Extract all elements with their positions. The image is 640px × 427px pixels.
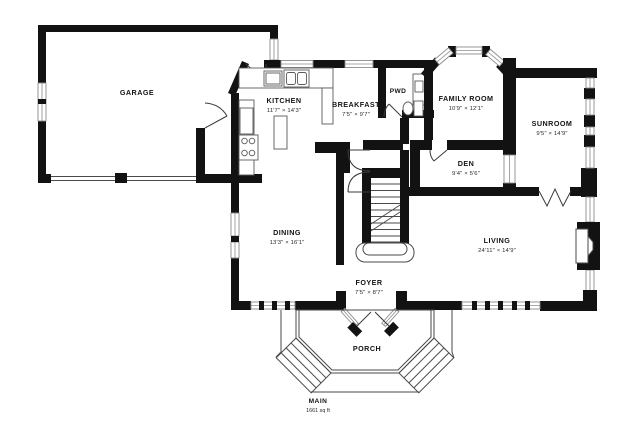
foyer-dims: 7'5" × 8'7" — [355, 290, 383, 296]
breakfast-dims: 7'5" × 9'7" — [342, 112, 370, 118]
living-dims: 24'11" × 14'9" — [478, 248, 516, 254]
den-walls — [408, 142, 505, 196]
den-dims: 9'4" × 5'6" — [452, 171, 480, 177]
kitchen-sink — [283, 69, 310, 88]
garage-east-window — [269, 38, 279, 61]
garage-left-windows — [37, 82, 47, 122]
living-south-windows — [461, 301, 541, 310]
sunroom-dims: 9'5" × 14'9" — [536, 131, 567, 137]
living-south-wall — [540, 301, 597, 311]
breakfast-label: BREAKFAST — [332, 100, 380, 109]
front-door — [356, 311, 390, 327]
room-labels: GARAGE KITCHEN 11'7" × 14'3" BREAKFAST 7… — [120, 88, 572, 414]
garage-entry-door — [204, 102, 228, 129]
dining-west-windows — [230, 212, 240, 259]
range-stove — [238, 134, 259, 161]
fireplace — [575, 222, 600, 270]
garage-label: GARAGE — [120, 88, 154, 97]
kitchen-window — [280, 60, 314, 68]
refrigerator — [239, 107, 254, 135]
dining-dims: 13'3" × 16'1" — [270, 240, 305, 246]
family-room-den-door — [429, 149, 448, 162]
floor-area-label: 1661 sq ft — [306, 408, 330, 414]
sunroom-label: SUNROOM — [532, 119, 573, 128]
den-label: DEN — [458, 159, 475, 168]
living-label: LIVING — [484, 236, 511, 245]
porch-steps-right — [398, 337, 455, 394]
foyer-walls — [336, 291, 462, 310]
hall-walls — [315, 140, 409, 265]
floor-name-label: MAIN — [309, 398, 328, 405]
hall-closet-doors — [347, 149, 371, 193]
living-east-windows — [583, 196, 597, 303]
pwd-door — [383, 103, 403, 118]
kitchen-island — [273, 115, 288, 150]
foyer-label: FOYER — [355, 278, 382, 287]
breakfast-window — [344, 60, 374, 68]
sunroom-french-doors — [538, 187, 572, 208]
bay-window — [434, 46, 505, 67]
dining-label: DINING — [273, 228, 301, 237]
porch-label: PORCH — [353, 344, 381, 353]
garage-door — [51, 176, 196, 181]
kitchen-west-wall — [231, 93, 262, 310]
kitchen-dims: 11'7" × 14'3" — [267, 108, 301, 114]
pwd-label: PWD — [390, 88, 407, 95]
sunroom-walls — [503, 58, 597, 197]
dining-south-windows — [250, 301, 296, 310]
staircase — [355, 183, 415, 263]
family-room-label: FAMILY ROOM — [439, 94, 494, 103]
kitchen-label: KITCHEN — [266, 96, 301, 105]
vanity-sink — [412, 73, 426, 106]
den-sunroom-window — [503, 154, 516, 184]
family-room-dims: 10'9" × 12'1" — [449, 106, 484, 112]
sunroom-east-windows — [585, 77, 595, 169]
porch-steps-left — [275, 337, 332, 394]
dining-south-wall — [231, 301, 346, 310]
toilet — [402, 100, 424, 117]
dishwasher — [263, 70, 283, 87]
